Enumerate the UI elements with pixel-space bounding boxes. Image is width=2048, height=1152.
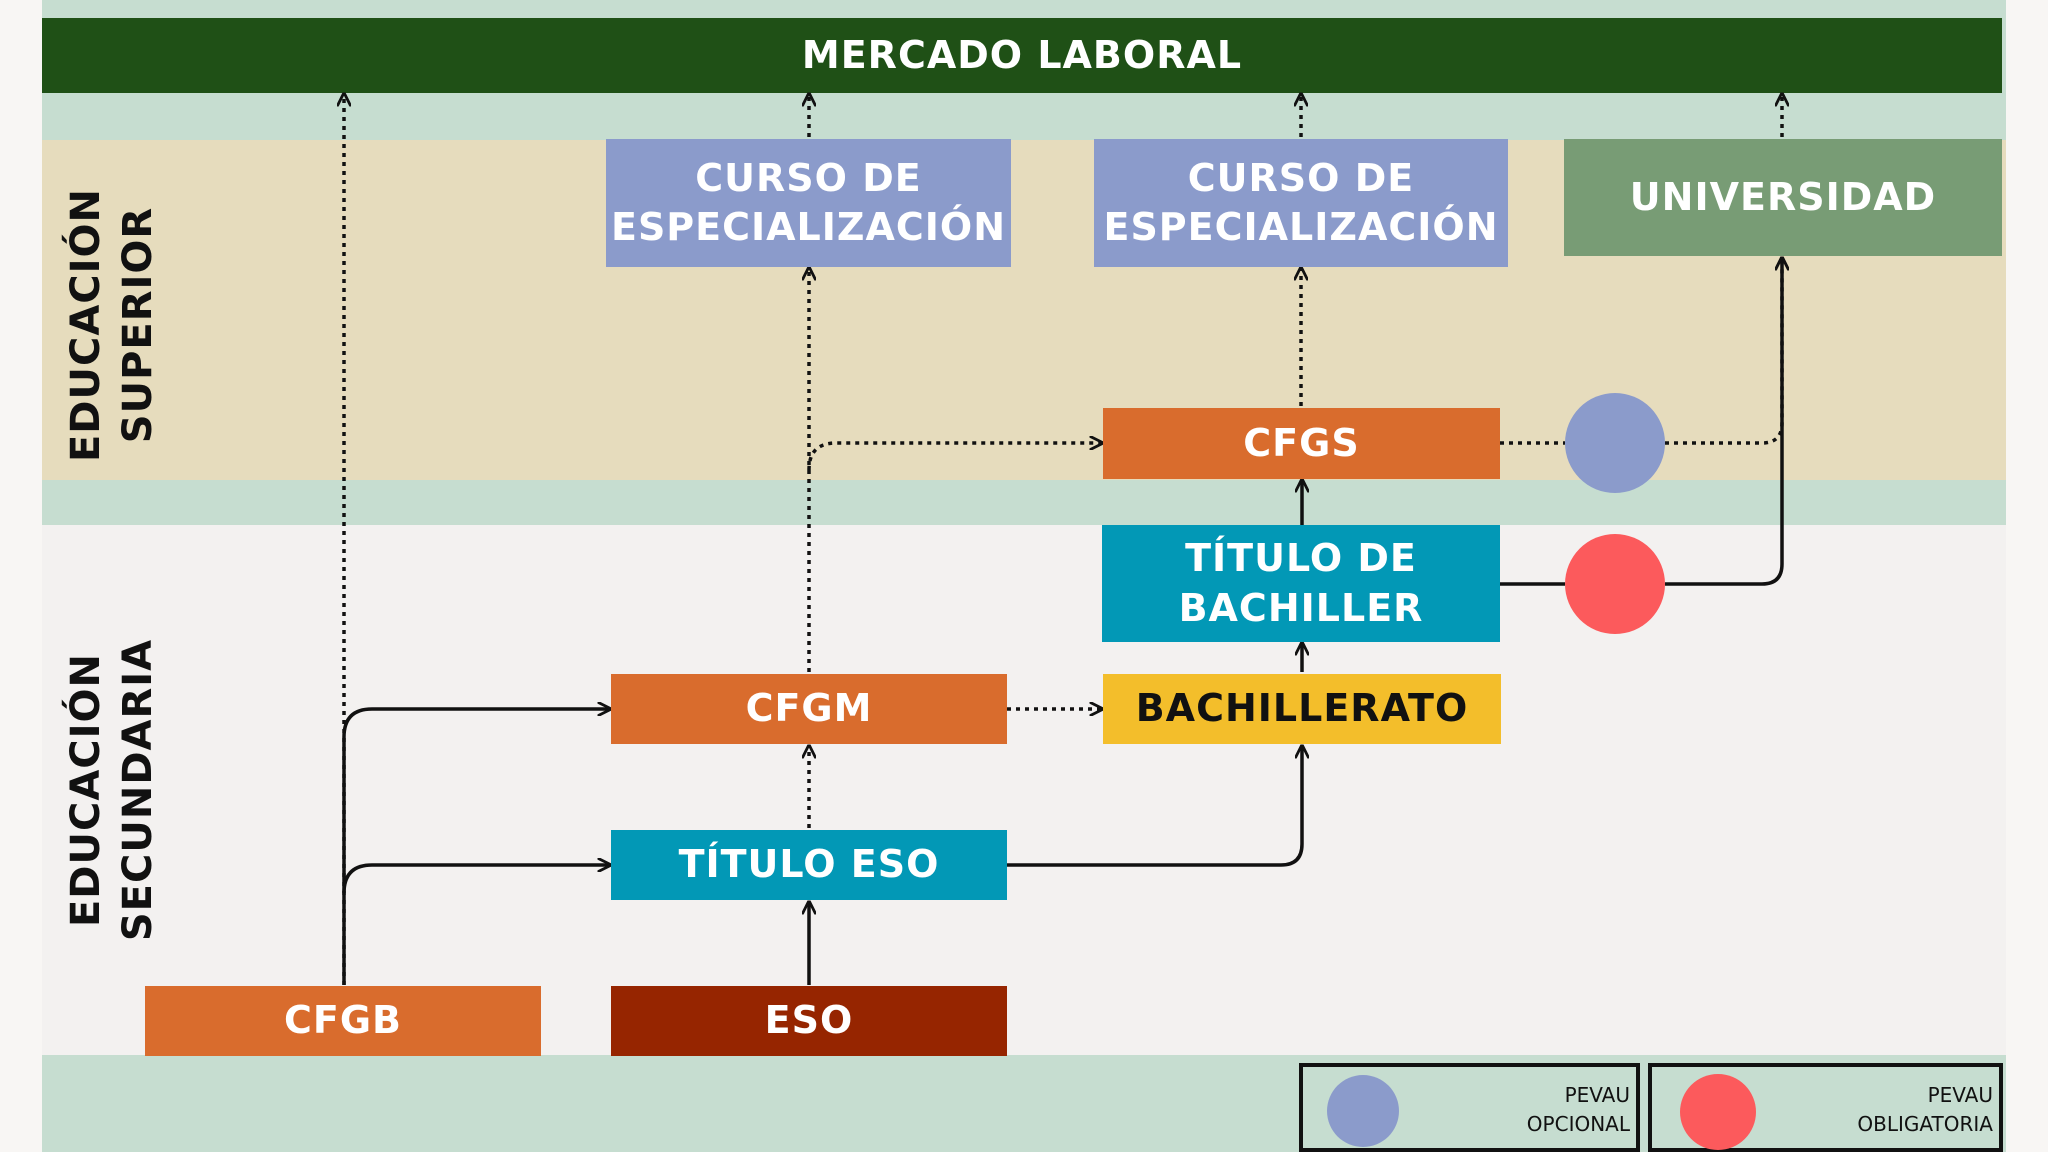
- node-curso-especializacion-1: CURSO DE ESPECIALIZACIÓN: [606, 139, 1011, 267]
- legend-optional-swatch: [1327, 1075, 1399, 1147]
- node-cfgm: CFGM: [611, 674, 1007, 744]
- node-bachillerato: BACHILLERATO: [1103, 674, 1501, 744]
- labor-market-bar: MERCADO LABORAL: [42, 18, 2002, 93]
- arrow-pevau-mandatory-to-university: [1665, 258, 1782, 586]
- arrow-cfgm-to-cfgs: [807, 443, 1102, 471]
- legend-pevau-mandatory: PEVAU OBLIGATORIA: [1648, 1063, 2003, 1152]
- pevau-optional-circle: [1565, 393, 1665, 493]
- legend-mandatory-label: PEVAU OBLIGATORIA: [1857, 1083, 1993, 1136]
- arrow-cfgb-to-cfgm: [342, 709, 610, 985]
- arrow-cfgb-to-eso-title: [342, 865, 610, 894]
- legend-mandatory-swatch: [1680, 1074, 1756, 1150]
- node-titulo-eso: TÍTULO ESO: [611, 830, 1007, 900]
- node-curso-especializacion-2: CURSO DE ESPECIALIZACIÓN: [1094, 139, 1508, 267]
- middle-band: [42, 480, 2006, 525]
- node-titulo-bachiller: TÍTULO DE BACHILLER: [1102, 525, 1500, 642]
- arrow-eso-title-to-bachillerato: [1007, 746, 1302, 867]
- node-cfgb: CFGB: [145, 986, 541, 1056]
- legend-pevau-optional: PEVAU OPCIONAL: [1299, 1063, 1640, 1152]
- arrow-pevau-optional-to-university: [1665, 258, 1782, 445]
- node-eso: ESO: [611, 986, 1007, 1056]
- secondary-education-band: [42, 525, 2006, 1055]
- node-universidad: UNIVERSIDAD: [1564, 139, 2002, 256]
- legend-optional-label: PEVAU OPCIONAL: [1526, 1083, 1630, 1136]
- node-cfgs: CFGS: [1103, 408, 1500, 479]
- pevau-mandatory-circle: [1565, 534, 1665, 634]
